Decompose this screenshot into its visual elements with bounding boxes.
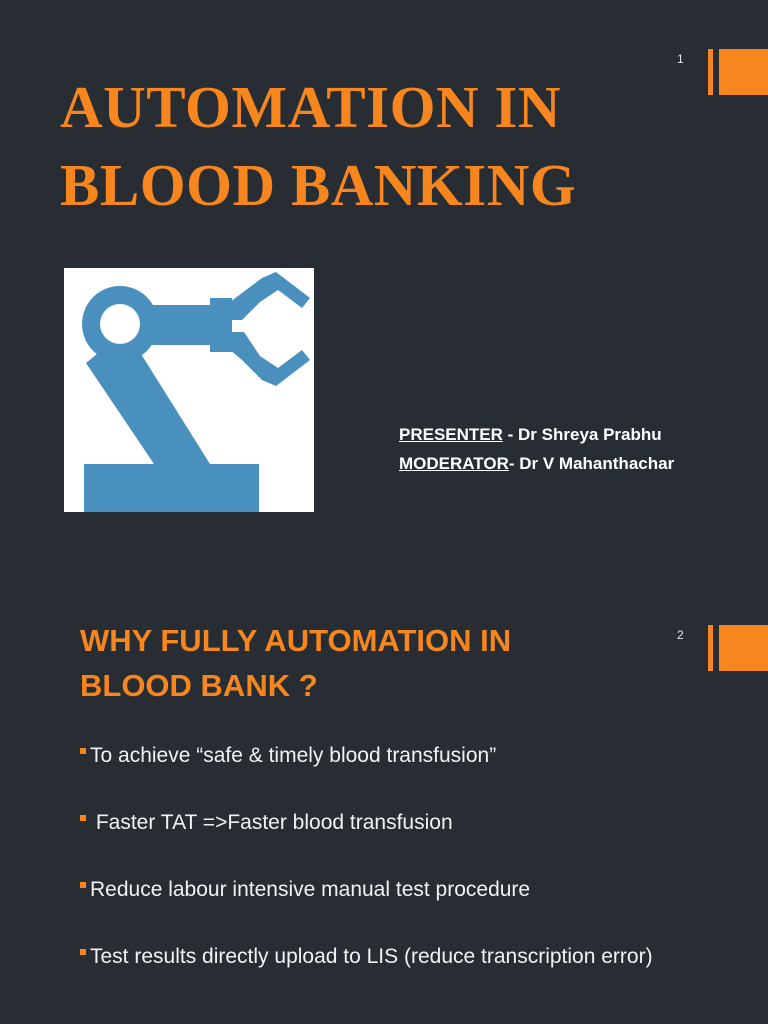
slide-title: WHY FULLY AUTOMATION IN BLOOD BANK ? <box>80 618 640 708</box>
title-line-1: AUTOMATION IN <box>60 74 561 140</box>
bullet-text: Reduce labour intensive manual test proc… <box>90 878 531 901</box>
bullet-square-icon <box>80 949 86 955</box>
bullet-text: Test results directly upload to LIS (red… <box>90 945 653 968</box>
presenter-line: PRESENTER - Dr Shreya Prabhu <box>399 420 674 449</box>
accent-bar-block <box>719 625 768 671</box>
robotic-arm-icon <box>82 272 310 512</box>
title-line-1: WHY FULLY AUTOMATION IN <box>80 623 512 658</box>
bullet-list: To achieve “safe & timely blood transfus… <box>80 742 720 1010</box>
moderator-label: MODERATOR <box>399 454 509 473</box>
slide-1: 1 AUTOMATION IN BLOOD BANKING <box>60 49 768 512</box>
list-item: Faster TAT =>Faster blood transfusion <box>80 809 720 837</box>
accent-bar-block <box>719 49 768 95</box>
bullet-square-icon <box>80 748 86 754</box>
bullet-text: Faster TAT =>Faster blood transfusion <box>90 811 453 834</box>
presenter-label: PRESENTER <box>399 425 503 444</box>
accent-bar-thin <box>708 49 713 95</box>
accent-bar-thin <box>708 625 713 671</box>
list-item: To achieve “safe & timely blood transfus… <box>80 742 720 770</box>
bullet-square-icon <box>80 882 86 888</box>
moderator-line: MODERATOR- Dr V Mahanthachar <box>399 449 674 478</box>
robotic-arm-image <box>64 268 314 512</box>
title-line-2: BLOOD BANKING <box>60 152 577 218</box>
slide-title: AUTOMATION IN BLOOD BANKING <box>60 68 700 224</box>
bullet-square-icon <box>80 815 86 821</box>
presenter-name: - Dr Shreya Prabhu <box>502 425 662 444</box>
slide-number: 1 <box>677 52 684 66</box>
list-item: Reduce labour intensive manual test proc… <box>80 876 720 904</box>
slide-number: 2 <box>677 628 684 642</box>
slide-2: 2 WHY FULLY AUTOMATION IN BLOOD BANK ? T… <box>0 576 768 1024</box>
title-line-2: BLOOD BANK ? <box>80 668 318 703</box>
bullet-text: To achieve “safe & timely blood transfus… <box>90 744 497 767</box>
list-item: Test results directly upload to LIS (red… <box>80 943 720 971</box>
credits: PRESENTER - Dr Shreya Prabhu MODERATOR- … <box>399 420 674 478</box>
moderator-name: - Dr V Mahanthachar <box>508 454 675 473</box>
